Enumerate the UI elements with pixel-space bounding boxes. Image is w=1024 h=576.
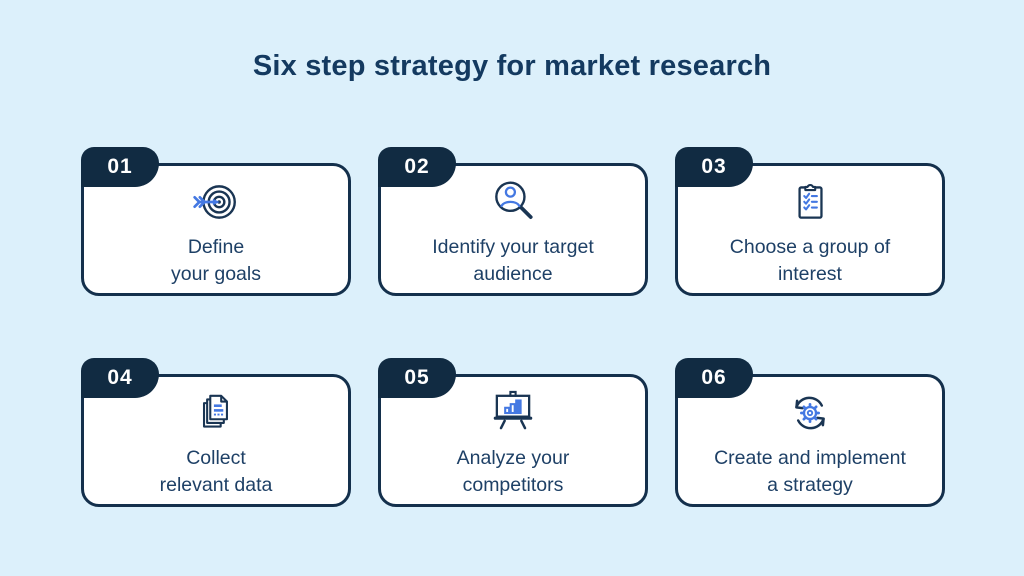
step-card-body: Analyze your competitors [378, 374, 648, 507]
step-number-badge: 02 [378, 147, 456, 187]
step-card-01: 01 [81, 147, 351, 296]
presentation-chart-icon [488, 386, 538, 440]
step-card-05: 05 [378, 358, 648, 507]
step-card-04: 04 [81, 358, 351, 507]
step-card-body: Choose a group of interest [675, 163, 945, 296]
step-card-02: 02 Identify your target audience [378, 147, 648, 296]
step-number: 02 [404, 155, 430, 178]
step-number-badge: 01 [81, 147, 159, 187]
stacked-documents-icon [191, 386, 241, 440]
steps-grid: 01 [81, 147, 945, 507]
audience-search-icon [488, 175, 538, 229]
step-number: 03 [701, 155, 727, 178]
step-number: 01 [107, 155, 133, 178]
step-label: Collect relevant data [159, 447, 273, 496]
step-number-badge: 05 [378, 358, 456, 398]
step-label: Choose a group of interest [729, 236, 891, 285]
step-number: 04 [107, 366, 133, 389]
step-card-03: 03 [675, 147, 945, 296]
step-label: Define your goals [171, 236, 261, 285]
step-label: Identify your target audience [432, 236, 594, 285]
step-number-badge: 06 [675, 358, 753, 398]
step-number-badge: 03 [675, 147, 753, 187]
step-label: Analyze your competitors [456, 447, 570, 496]
step-label: Create and implement a strategy [714, 447, 906, 496]
page-title: Six step strategy for market research [252, 50, 772, 82]
target-arrow-icon [191, 175, 241, 229]
clipboard-checklist-icon [785, 175, 835, 229]
step-number-badge: 04 [81, 358, 159, 398]
step-card-06: 06 [675, 358, 945, 507]
cycle-gear-icon [785, 386, 835, 440]
step-number: 05 [404, 366, 430, 389]
step-number: 06 [701, 366, 727, 389]
